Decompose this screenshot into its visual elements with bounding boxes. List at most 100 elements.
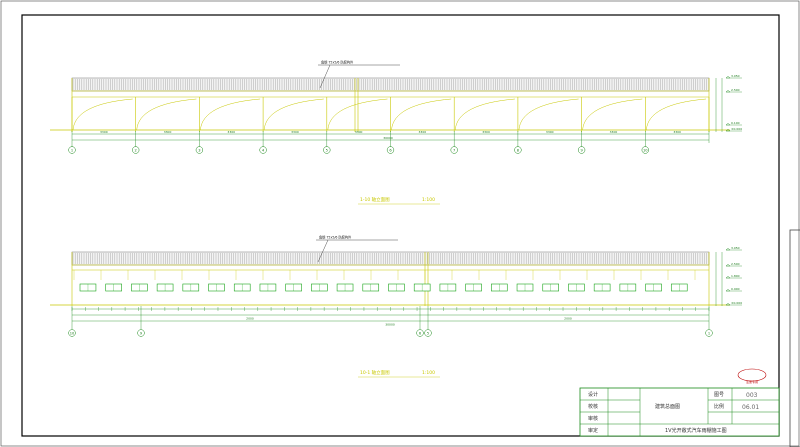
- note-leader-1: [319, 64, 331, 89]
- axis-bubble: [450, 146, 458, 154]
- level-label: 3.050: [731, 246, 740, 250]
- tb-row-check: 校核: [588, 403, 598, 410]
- elevation-marks-2: [715, 252, 723, 306]
- level-label: 3.050: [731, 74, 740, 78]
- elevation-1: 角钢 75x5/6 防腐构件 3300 3300 3300 3300 3300 3300 3…: [50, 60, 742, 205]
- tb-row-design: 设计: [588, 391, 598, 398]
- tb-scale-label: 比例: [714, 403, 724, 410]
- axis-bubble: [705, 329, 713, 337]
- axis-label: 1: [708, 331, 710, 335]
- bay-dim-label: 3300: [610, 130, 618, 134]
- level-label: 2.500: [731, 88, 740, 92]
- axis-label: 1: [71, 148, 73, 152]
- elev2-total-dim: 30000: [385, 323, 395, 327]
- elev1-caption: 1-10 轴立面图: [360, 196, 390, 203]
- level-label: 0.100: [731, 121, 740, 125]
- tb-project: 建筑总面图: [655, 403, 680, 410]
- level-marker: [725, 247, 731, 251]
- level-marker: [725, 288, 731, 292]
- axis-label: 5: [427, 331, 429, 335]
- axis-bubble: [577, 146, 586, 154]
- axis-label: 4: [262, 148, 265, 152]
- elev2-note: 角钢 75x5/6 防腐构件: [319, 235, 352, 240]
- bay-dim-label: 3300: [164, 130, 172, 134]
- bay-dim-label: 3300: [227, 130, 235, 134]
- level-label: 2.500: [731, 262, 740, 266]
- axis-label: 6: [419, 331, 422, 335]
- elev2-subdim-left: 2000: [246, 317, 254, 321]
- axis-bubbles-1: 1 2 3 4 5 6 7 8 9 10: [68, 143, 649, 154]
- roof-hatch-1: [72, 79, 709, 90]
- axis-bubble: [424, 329, 432, 337]
- knee-brace: [136, 98, 197, 131]
- axis-bubble: [68, 329, 76, 337]
- axis-label: 9: [580, 148, 583, 152]
- bay-dim-label: 3300: [355, 130, 363, 134]
- elev1-total-dim: 30000: [383, 136, 393, 140]
- axis-label: 5: [326, 148, 328, 152]
- axis-label: 9: [140, 331, 143, 335]
- tb-scale: 06.01: [742, 404, 759, 411]
- elev2-caption-scale: 1:100: [422, 370, 435, 376]
- adjacent-sheet-edge: [789, 229, 800, 447]
- tb-drawing-no-label: 图号: [714, 392, 724, 398]
- tb-drawing-name: 1V光开敞式汽车雨棚施工图: [665, 427, 727, 434]
- axis-label: 8: [517, 148, 520, 152]
- tb-row-approve: 审定: [588, 427, 598, 434]
- level-label: 1.800: [731, 274, 740, 278]
- axis-bubble: [386, 146, 395, 154]
- axis-label: 6: [389, 148, 392, 152]
- note-leader-2: [317, 239, 329, 263]
- axis-label: 10: [643, 148, 648, 152]
- tb-drawing-no: 003: [746, 392, 758, 399]
- level-marker: [725, 128, 731, 132]
- elev2-caption: 10-1 轴立面图: [360, 369, 390, 376]
- axis-label: 3: [198, 148, 200, 152]
- knee-brace: [454, 98, 515, 131]
- level-marker: [725, 275, 731, 279]
- tb-row-review: 审核: [588, 415, 598, 422]
- knee-brace: [582, 98, 643, 131]
- axis-label: 2: [135, 148, 137, 152]
- braces-1: [71, 97, 710, 132]
- bay-dim-label: 3300: [100, 130, 108, 134]
- level-marker: [725, 302, 731, 306]
- elevation-2: 角钢 75x5/6 防腐构件 2000 2000 30000 10 9 6 5 1 3.…: [50, 235, 742, 378]
- roof-hatch-2: [72, 253, 709, 264]
- knee-brace: [391, 98, 452, 131]
- elevation-marks-1: [715, 78, 723, 132]
- axis-label: 7: [453, 148, 455, 152]
- elev2-subdim-right: 2000: [564, 317, 572, 321]
- axis-bubble: [259, 146, 267, 154]
- level-marker: [725, 122, 731, 126]
- level-label: 0.900: [731, 287, 740, 291]
- axis-bubble: [641, 146, 649, 154]
- level-marker: [725, 75, 731, 79]
- axis-bubble: [132, 146, 140, 154]
- level-label: ±0.000: [731, 127, 742, 131]
- bay-dim-label: 3300: [673, 130, 681, 134]
- bay-dim-label: 3300: [291, 130, 299, 134]
- knee-brace: [327, 98, 388, 131]
- axis-bubble: [416, 329, 424, 337]
- axis-label: 10: [70, 331, 75, 335]
- registration-stamp: [737, 368, 767, 382]
- axis-bubble: [514, 146, 522, 154]
- drawing-frame: [21, 14, 780, 437]
- axis-bubble: [68, 146, 76, 154]
- knee-brace: [518, 98, 579, 131]
- sub-dimensions-2: [71, 307, 710, 311]
- bay-dim-label: 3300: [546, 130, 554, 134]
- level-label: ±0.000: [731, 301, 742, 305]
- elev1-caption-scale: 1:100: [422, 197, 435, 203]
- window-row-2: [73, 270, 696, 292]
- knee-brace: [646, 98, 707, 131]
- level-marker: [725, 89, 731, 93]
- stamp-text: 注册专用: [746, 379, 758, 384]
- knee-brace: [200, 98, 261, 131]
- bay-dim-label: 3300: [482, 130, 490, 134]
- elev1-note: 角钢 75x5/6 防腐构件: [321, 60, 354, 65]
- title-block: 注册专用 设计 校核 审核 审定 建筑总面图 图号 003 比例 06.01 1…: [579, 368, 780, 437]
